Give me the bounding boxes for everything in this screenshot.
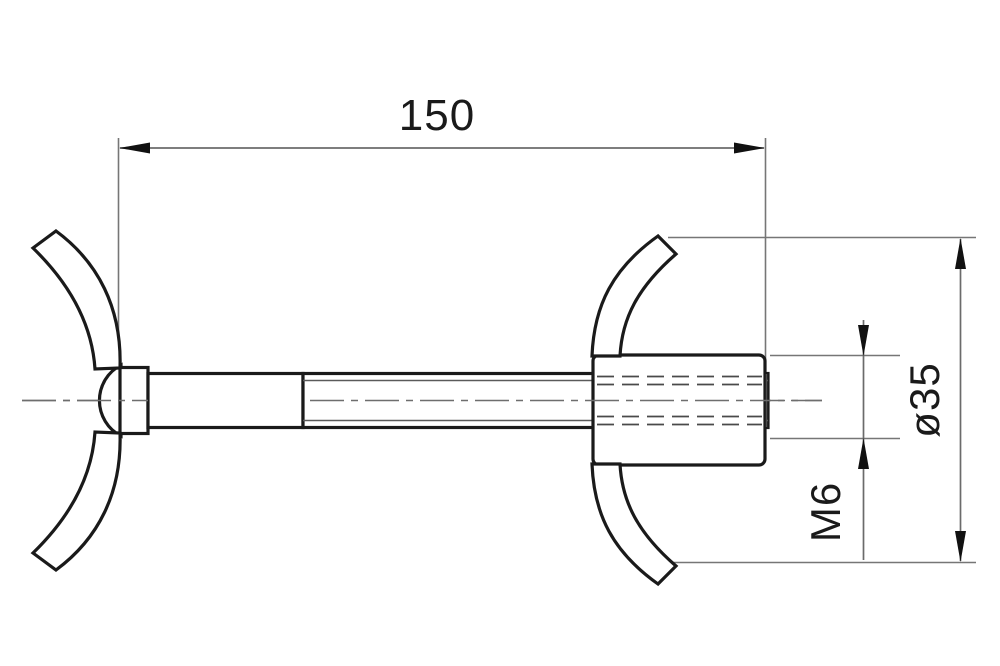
arrowhead-bottom-icon: [955, 531, 966, 562]
dimension-label-diameter: ø35: [901, 362, 948, 437]
spring-wing-upper-left: [30, 229, 122, 371]
dimension-thread-size: M6: [770, 320, 900, 560]
dimension-label-150: 150: [399, 91, 475, 140]
arrowhead-thread-top-icon: [858, 325, 869, 356]
sleeve-body: [591, 353, 767, 467]
arrowhead-right-icon: [734, 142, 765, 154]
dimension-wing-span: ø35: [668, 236, 976, 564]
arrowhead-left-icon: [119, 142, 150, 154]
plain-shank: [146, 371, 305, 430]
spring-wing-lower-right: [590, 462, 679, 587]
dimension-label-thread: M6: [802, 482, 849, 542]
dimension-length-overall: 150: [117, 91, 767, 402]
arrowhead-top-icon: [955, 238, 966, 269]
spring-wing-lower-left: [30, 430, 122, 572]
arrowhead-thread-bottom-icon: [858, 438, 869, 469]
spring-wing-upper-right: [590, 233, 679, 358]
